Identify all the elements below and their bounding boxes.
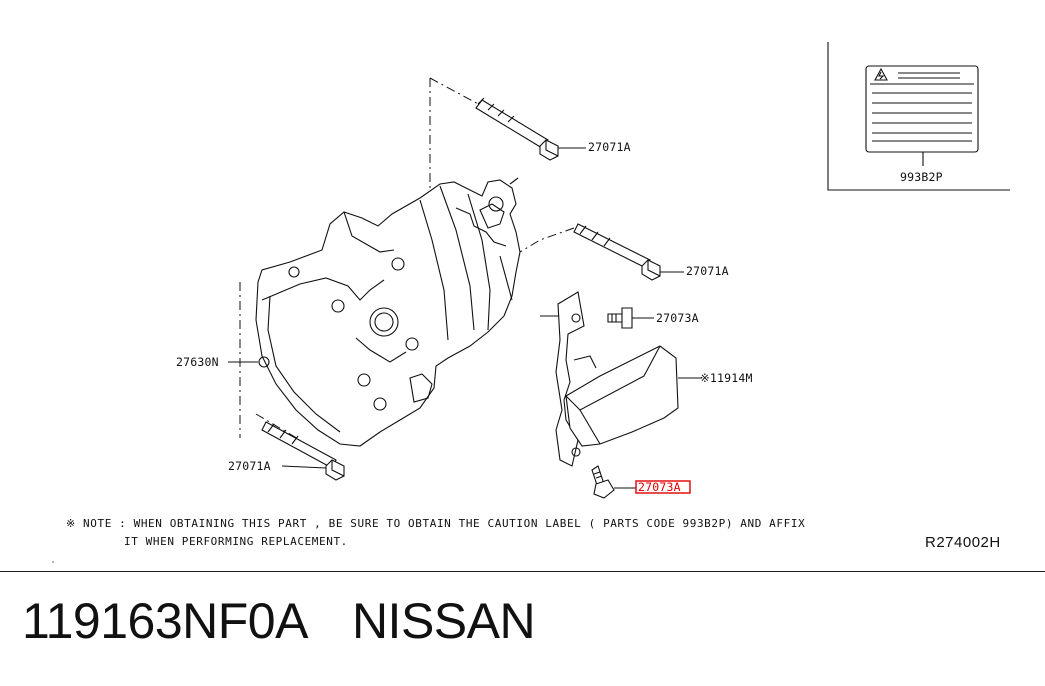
compressor-illustration bbox=[255, 177, 521, 447]
part-title: 119163NF0A NISSAN bbox=[22, 593, 536, 649]
diagram-reference: R274002H bbox=[925, 534, 1001, 551]
separator-line bbox=[0, 571, 1045, 572]
bolt-top: 27071A bbox=[475, 97, 631, 161]
callout-27073A-lower: 27073A bbox=[638, 480, 681, 494]
caution-label-inset: 993B2P bbox=[827, 42, 1010, 191]
callout-27071A-right: 27071A bbox=[686, 264, 729, 278]
callout-993B2P: 993B2P bbox=[900, 170, 943, 184]
callout-11914M: ※11914M bbox=[700, 371, 753, 385]
dashed-leader-right bbox=[519, 227, 575, 253]
dashed-leader-left bbox=[239, 282, 301, 441]
bolt-right: 27071A bbox=[573, 223, 729, 281]
screw-upper: 27073A bbox=[607, 307, 699, 329]
warning-triangle-icon bbox=[874, 67, 888, 81]
part-number: 119163NF0A bbox=[22, 593, 308, 649]
highlight-box bbox=[635, 480, 691, 494]
bracket-illustration: ※11914M bbox=[540, 291, 753, 467]
note-line-2: IT WHEN PERFORMING REPLACEMENT. bbox=[124, 535, 348, 548]
brand-name: NISSAN bbox=[351, 593, 536, 649]
callout-27630N: 27630N bbox=[176, 355, 219, 369]
dashed-leader-top bbox=[429, 77, 483, 280]
screw-lower: 27073A bbox=[591, 465, 691, 499]
note-line-1: ※ NOTE : WHEN OBTAINING THIS PART , BE S… bbox=[66, 517, 805, 530]
bolt-bottom: 27071A bbox=[228, 421, 345, 481]
callout-27071A-top: 27071A bbox=[588, 140, 631, 154]
callout-27073A-upper: 27073A bbox=[656, 311, 699, 325]
callout-27071A-bottom: 27071A bbox=[228, 459, 271, 473]
speck bbox=[52, 561, 54, 563]
